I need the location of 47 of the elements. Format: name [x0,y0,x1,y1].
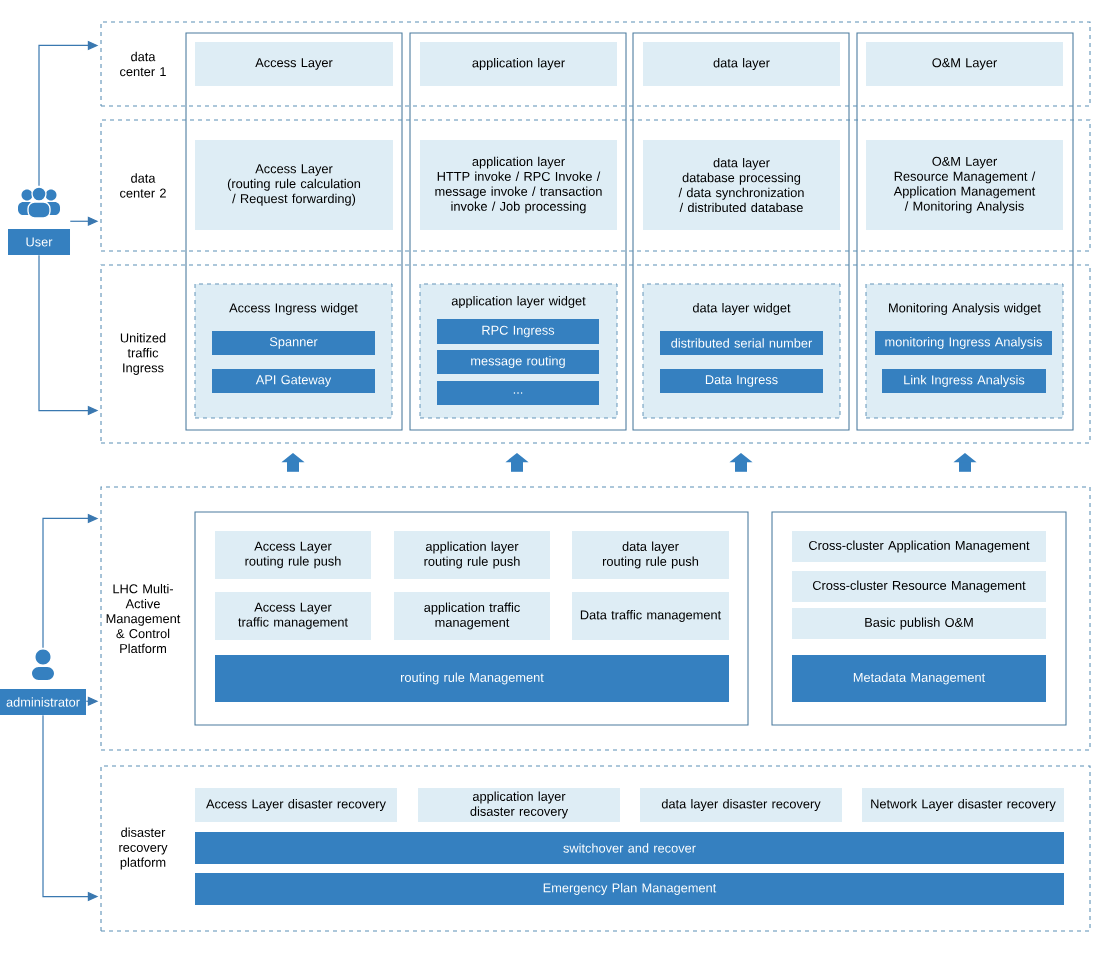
widget-title: data layer widget [692,303,791,315]
layer-box: Access Layer (routing rule calculation / Request forwarding) [195,140,393,230]
layer-box: Access Layer traffic management [215,592,371,640]
layer-box: application layer [420,42,617,86]
layer-box: Data traffic management [572,592,729,640]
component-bar: routing rule Management [215,655,729,702]
component-bar: Emergency Plan Management [195,873,1064,905]
component-bar: Link Ingress Analysis [882,369,1046,393]
layer-box: Cross-cluster Application Management [792,531,1046,562]
component-bar: ... [437,381,599,405]
component-bar: Data Ingress [660,369,823,393]
component-bar: switchover and recover [195,832,1064,864]
component-bar: message routing [437,350,599,374]
layer-box: data layer disaster recovery [640,788,842,822]
actor-label: administrator [0,689,86,715]
component-bar: RPC Ingress [437,319,599,344]
component-bar: monitoring Ingress Analysis [875,331,1052,355]
component-bar: Spanner [212,331,375,355]
layer-box: Cross-cluster Resource Management [792,571,1046,602]
layer-box: data layer [643,42,840,86]
region-label: data center 1 [120,51,166,77]
layer-box: O&M Layer [866,42,1063,86]
region-label: disaster recovery platform [119,827,168,870]
layer-box: Basic publish O&M [792,608,1046,639]
layer-box: application layer disaster recovery [418,788,620,822]
region-label: LHC Multi-Active Management & Control Platform [106,583,181,654]
layer-box: application layer routing rule push [394,531,550,579]
component-bar: distributed serial number [660,331,823,355]
layer-box: data layer database processing / data synchronization / distributed database [643,140,840,230]
widget-title: Access Ingress widget [229,303,358,315]
layer-box: application traffic management [394,592,550,640]
component-bar: Metadata Management [792,655,1046,702]
layer-box: O&M Layer Resource Management / Application Management / Monitoring Analysis [866,140,1063,230]
platform-frame [194,511,749,726]
layer-box: Network Layer disaster recovery [862,788,1064,822]
region-label: data center 2 [120,173,166,198]
region-label: Unitized traffic Ingress [120,333,166,375]
layer-box: Access Layer [195,42,393,86]
layer-box: Access Layer disaster recovery [195,788,397,822]
actor-label: User [8,229,70,255]
widget-title: application layer widget [451,296,586,308]
layer-box: Access Layer routing rule push [215,531,371,579]
layer-box: data layer routing rule push [572,531,729,579]
widget-title: Monitoring Analysis widget [889,303,1041,315]
platform-frame [771,511,1067,726]
layer-box: application layer HTTP invoke / RPC Invoke / message invoke / transaction invoke / Job processing [420,140,617,230]
component-bar: API Gateway [212,369,375,393]
